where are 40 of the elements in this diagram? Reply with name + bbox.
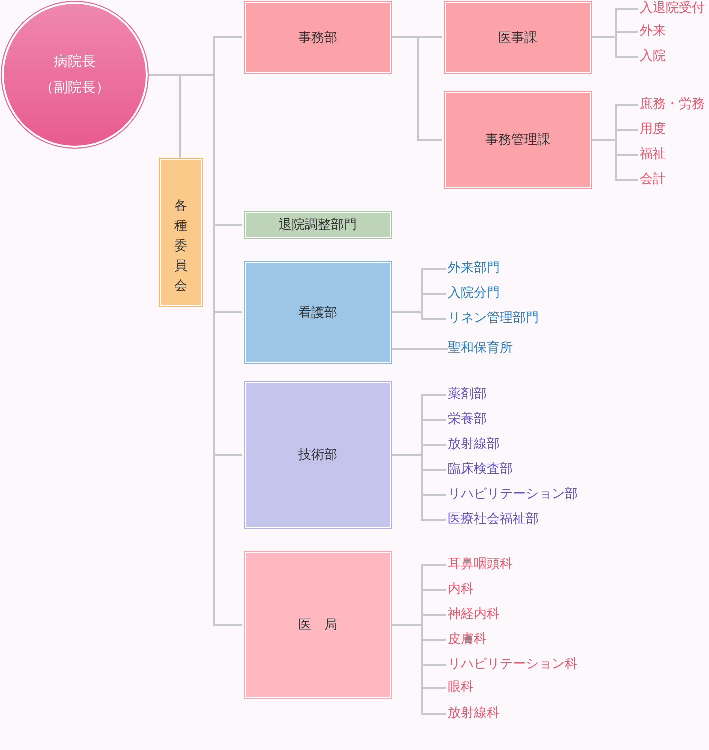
department-box: 事務部 — [244, 1, 392, 74]
connector-line — [592, 139, 638, 181]
section-label: 会計 — [640, 171, 666, 189]
section-label: 庶務・労務 — [640, 96, 705, 114]
section-label: 薬剤部 — [448, 386, 487, 404]
section-label: 外来 — [640, 23, 666, 41]
connector-line — [392, 36, 442, 141]
section-label: 耳鼻咽頭科 — [448, 556, 513, 574]
department-box: 看護部 — [244, 261, 392, 364]
section-label: 聖和保育所 — [448, 340, 513, 358]
department-box: 退院調整部門 — [244, 211, 392, 239]
connector-line — [392, 312, 446, 320]
section-label: 眼科 — [448, 679, 474, 697]
section-label: 用度 — [640, 121, 666, 139]
section-label: リネン管理部門 — [448, 310, 539, 328]
section-label: リハビリテーション科 — [448, 656, 578, 674]
section-label: 臨床検査部 — [448, 461, 513, 479]
circle-label: 病院長 — [54, 53, 96, 72]
circle-label: （副院長） — [40, 79, 110, 98]
department-box: 事務管理課 — [444, 91, 592, 189]
section-label: 放射線部 — [448, 436, 500, 454]
department-box: 医 局 — [244, 551, 392, 699]
section-label: 入退院受付 — [640, 0, 705, 18]
committee-box: 各種委員会 — [159, 158, 203, 307]
section-label: 入院分門 — [448, 285, 500, 303]
section-label: 外来部門 — [448, 260, 500, 278]
connector-line — [592, 36, 638, 58]
section-label: 内科 — [448, 581, 474, 599]
section-label: 医療社会福祉部 — [448, 511, 539, 529]
department-box: 技術部 — [244, 381, 392, 529]
section-label: 皮膚科 — [448, 631, 487, 649]
section-label: 神経内科 — [448, 606, 500, 624]
department-box: 医事課 — [444, 1, 592, 74]
section-label: 入院 — [640, 48, 666, 66]
connector-line — [392, 348, 448, 350]
section-label: 福祉 — [640, 146, 666, 164]
connector-line — [392, 454, 446, 521]
section-label: 放射線科 — [448, 705, 500, 723]
section-label: 栄養部 — [448, 411, 487, 429]
section-label: リハビリテーション部 — [448, 486, 578, 504]
